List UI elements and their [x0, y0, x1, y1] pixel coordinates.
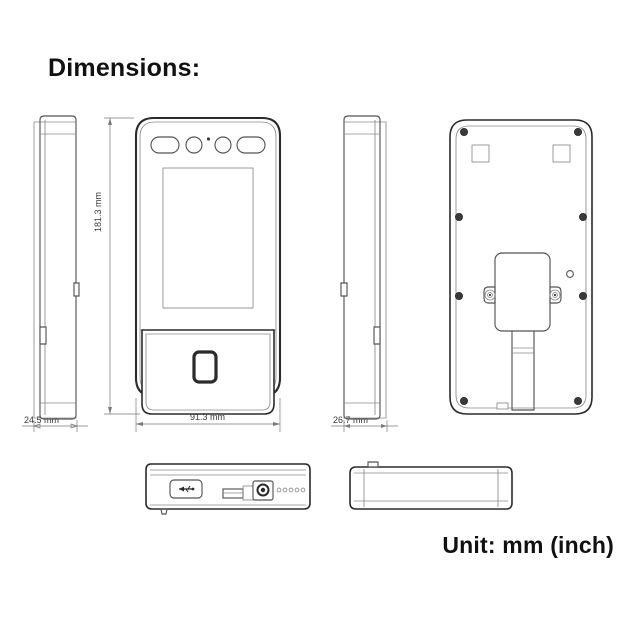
left-side-lower-tab: [39, 326, 47, 345]
arrow-left-a: [32, 423, 41, 429]
bracket-screw-right: [549, 289, 561, 301]
screw-hole: [454, 212, 463, 221]
terminal-hole: [288, 487, 294, 493]
top-view: [349, 461, 513, 510]
small-vent-hole: [566, 270, 574, 278]
top-body-outline: [349, 466, 513, 510]
page-title: Dimensions:: [48, 54, 201, 82]
screw-hole: [459, 396, 468, 405]
left-side-construction-outline: [33, 121, 77, 419]
rear-view: [449, 119, 593, 415]
ir-illuminator-right-icon: [236, 136, 266, 154]
terminal-hole: [276, 487, 282, 493]
bracket-screw-left-center: [488, 293, 492, 297]
arrow-height-top: [108, 118, 112, 125]
rear-inner-recess-line: [455, 125, 587, 409]
rear-body-outline: [449, 119, 593, 415]
bracket-screw-right-inner: [552, 292, 558, 298]
terminal-holes: [276, 487, 306, 493]
front-lower-panel-inner-line: [145, 333, 271, 411]
mounting-bracket: [483, 252, 562, 411]
screw-hole: [579, 291, 588, 300]
dimension-label-depth-left: 24.5 mm: [24, 415, 60, 425]
left-side-view: [33, 115, 80, 420]
camera-lens-left-icon: [185, 136, 203, 154]
terminal-hole: [294, 487, 300, 493]
bracket-screw-right-center: [553, 293, 557, 297]
unit-note: Unit: mm (inch): [442, 532, 614, 558]
dimension-depth-left: [22, 420, 88, 432]
lcd-screen: [162, 167, 254, 309]
cable-channel: [511, 331, 535, 411]
dimension-label-width: 91.3 mm: [190, 412, 226, 422]
dc-power-jack: [252, 480, 274, 501]
rear-screw-group: [454, 127, 588, 405]
ir-illuminator-left-icon: [150, 136, 180, 154]
bottom-view: [145, 463, 311, 515]
left-side-body-profile: [39, 115, 77, 420]
terminal-hole: [300, 487, 306, 493]
left-side-upper-tab: [73, 282, 80, 297]
front-view: [134, 116, 282, 415]
status-led-icon: [206, 137, 211, 141]
bracket-screw-left: [484, 289, 496, 301]
terminal-hole: [282, 487, 288, 493]
bottom-foot-nub: [160, 508, 168, 515]
bottom-body-outline: [145, 463, 311, 510]
camera-lens-right-icon: [214, 136, 232, 154]
right-side-upper-tab: [340, 282, 348, 297]
dc-jack-pin: [260, 487, 266, 493]
dimension-width: [135, 398, 281, 432]
right-side-view: [340, 115, 387, 420]
connector-block: [222, 485, 254, 501]
dimension-label-depth-right: 26.7 mm: [333, 415, 369, 425]
arrow-height-bottom: [108, 407, 112, 414]
bracket-ear-left: [483, 286, 496, 304]
dimension-height: [104, 117, 140, 415]
dimension-depth-right: [331, 420, 398, 432]
right-side-lower-tab: [373, 326, 381, 345]
bottom-notch: [496, 402, 509, 410]
square-cutout-right: [552, 144, 571, 163]
dc-jack-housing: [252, 480, 274, 501]
usb-port: [169, 479, 203, 499]
arrow-left-b: [70, 423, 79, 429]
top-tab: [367, 461, 379, 468]
screw-hole: [574, 127, 583, 136]
front-sensor-strip: [150, 136, 266, 154]
screw-hole: [574, 396, 583, 405]
arrow-right-b: [381, 424, 387, 428]
arrow-width-left: [136, 422, 143, 426]
right-side-body-profile: [343, 115, 381, 420]
bracket-screw-left-inner: [487, 292, 493, 298]
screw-hole: [579, 212, 588, 221]
arrow-right-a: [344, 424, 350, 428]
arrow-width-right: [273, 422, 280, 426]
screw-hole: [459, 127, 468, 136]
bracket-ear-right: [549, 286, 562, 304]
fingerprint-sensor: [192, 350, 218, 384]
usb-icon: [179, 485, 195, 493]
screw-hole: [454, 291, 463, 300]
square-cutout-left: [471, 144, 490, 163]
